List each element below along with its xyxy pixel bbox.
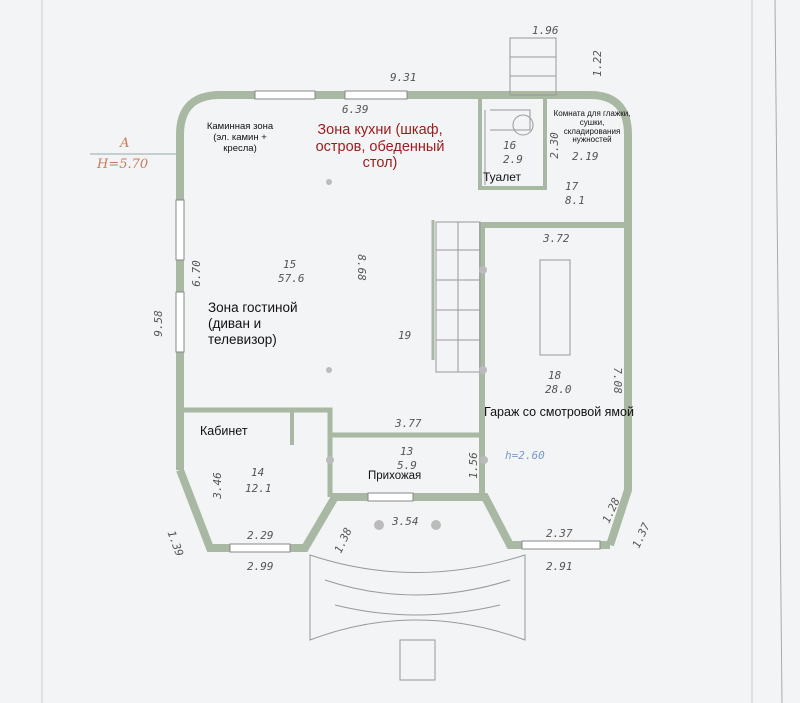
dim-kitchen-width: 6.39 xyxy=(342,103,369,116)
dim-overall-width: 9.31 xyxy=(390,71,417,84)
room-utility-label: Комната для глажки, сушки, складирования… xyxy=(553,109,631,145)
room-living-label: Зона гостиной (диван и телевизор) xyxy=(208,300,298,348)
dim-garage-bay: 2.37 xyxy=(546,527,573,540)
room-cabinet-label: Кабинет xyxy=(200,424,248,438)
room-fireplace-label: Каминная зона (эл. камин + кресла) xyxy=(206,121,274,154)
dim-cabinet-depth: 3.46 xyxy=(210,472,224,499)
dim-cabinet-outer: 2.99 xyxy=(247,560,274,573)
walls xyxy=(176,91,632,552)
dim-overall-depth: 9.58 xyxy=(151,310,165,337)
dim-cabinet-bay: 2.29 xyxy=(247,529,274,542)
room-garage-label: Гараж со смотровой ямой xyxy=(484,405,634,419)
room-hall-number: 13 xyxy=(400,445,414,458)
windows xyxy=(175,90,601,553)
room-toilet-number: 16 xyxy=(503,139,517,152)
dim-garage-top: 3.72 xyxy=(543,232,570,245)
room-garage-number: 18 xyxy=(548,369,562,382)
room-cabinet-number: 14 xyxy=(251,466,265,479)
room-hall-area: 5.9 xyxy=(397,459,417,472)
dim-garage-outer: 2.91 xyxy=(546,560,573,573)
dim-living-depth: 8.68 xyxy=(354,254,368,281)
room-utility-number: 17 xyxy=(565,180,579,193)
room-toilet-label: Туалет xyxy=(483,170,521,184)
outer-wall xyxy=(176,91,632,547)
dim-hall-width: 3.77 xyxy=(395,417,422,430)
room-living-number: 15 xyxy=(283,258,297,271)
dim-stair-width: 1.96 xyxy=(532,24,559,37)
room-utility-area: 8.1 xyxy=(565,194,585,207)
dim-left-window: 6.70 xyxy=(189,260,203,287)
garage-walls xyxy=(479,222,628,497)
dim-entrance-width: 3.54 xyxy=(392,515,419,528)
dim-stair-depth: 1.22 xyxy=(590,50,604,77)
stairs xyxy=(309,37,571,681)
level-elevation: H=5.70 xyxy=(97,157,149,172)
outer-wall-bottom xyxy=(176,468,610,552)
columns xyxy=(326,179,488,530)
room-garage-height: h=2.60 xyxy=(505,449,545,462)
room-kitchen-label: Зона кухни (шкаф, остров, обеденный стол… xyxy=(315,122,445,172)
page-edge-line xyxy=(774,0,783,703)
room-toilet-area: 2.9 xyxy=(503,153,523,166)
room-garage-area: 28.0 xyxy=(545,383,572,396)
room-living-area: 57.6 xyxy=(278,272,305,285)
dim-utility-width: 2.19 xyxy=(572,150,599,163)
cabinet-walls xyxy=(180,407,333,497)
level-mark: A xyxy=(120,136,130,151)
room-cabinet-area: 12.1 xyxy=(245,482,272,495)
dim-garage-depth: 7.08 xyxy=(610,367,624,394)
dim-hall-depth: 1.56 xyxy=(466,452,480,479)
toilet-walls xyxy=(478,95,547,190)
room-stairs-number: 19 xyxy=(398,329,412,342)
room-hall-label: Прихожая xyxy=(368,470,422,482)
